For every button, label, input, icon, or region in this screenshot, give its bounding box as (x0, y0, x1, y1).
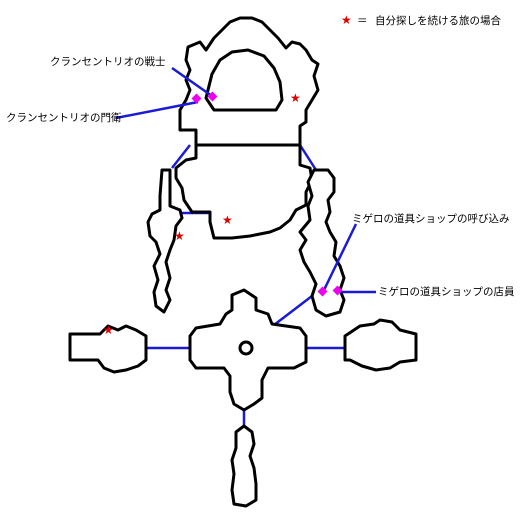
corridor-top-right (298, 144, 318, 171)
label-tool-caller: ミゲロの道具ショップの呼び込み (352, 212, 510, 225)
label-tool-clerk: ミゲロの道具ショップの店員 (378, 285, 515, 298)
npc-marker-gatekeeper (191, 93, 202, 104)
corridor-top-left (171, 144, 191, 169)
legend: ★ ＝ 自分探しを続ける旅の場合 (341, 13, 501, 27)
legend-equals: ＝ (357, 15, 368, 27)
star-icon: ★ (290, 91, 301, 105)
castle-top-room (178, 16, 320, 147)
npc-marker-warrior (207, 91, 218, 102)
pointer-tool-caller (322, 223, 358, 291)
east-annex (343, 318, 418, 372)
west-annex (68, 324, 148, 374)
south-tower (230, 424, 258, 508)
npc-markers (191, 91, 343, 297)
legend-star-icon: ★ (341, 13, 352, 27)
label-gatekeeper: クランセントリオの門衛 (6, 111, 122, 124)
east-wing (298, 168, 346, 318)
star-icon: ★ (174, 229, 185, 243)
cross-plaza (188, 288, 308, 412)
npc-marker-tool-caller (317, 286, 328, 297)
pointer-gatekeeper (115, 100, 199, 120)
central-hall (174, 143, 314, 240)
npc-marker-tool-clerk (332, 285, 343, 296)
label-warrior: クランセントリオの戦士 (50, 55, 166, 68)
legend-text: 自分探しを続ける旅の場合 (375, 14, 501, 27)
star-icon: ★ (103, 323, 114, 337)
pointer-warrior (171, 66, 213, 98)
star-icon: ★ (222, 213, 233, 227)
npc-pointer-lines (115, 66, 376, 294)
connector-corridors (146, 144, 345, 432)
corridor-right-down (273, 295, 313, 326)
star-markers: ★ ★ ★ ★ (103, 91, 301, 337)
west-tower (146, 168, 184, 314)
